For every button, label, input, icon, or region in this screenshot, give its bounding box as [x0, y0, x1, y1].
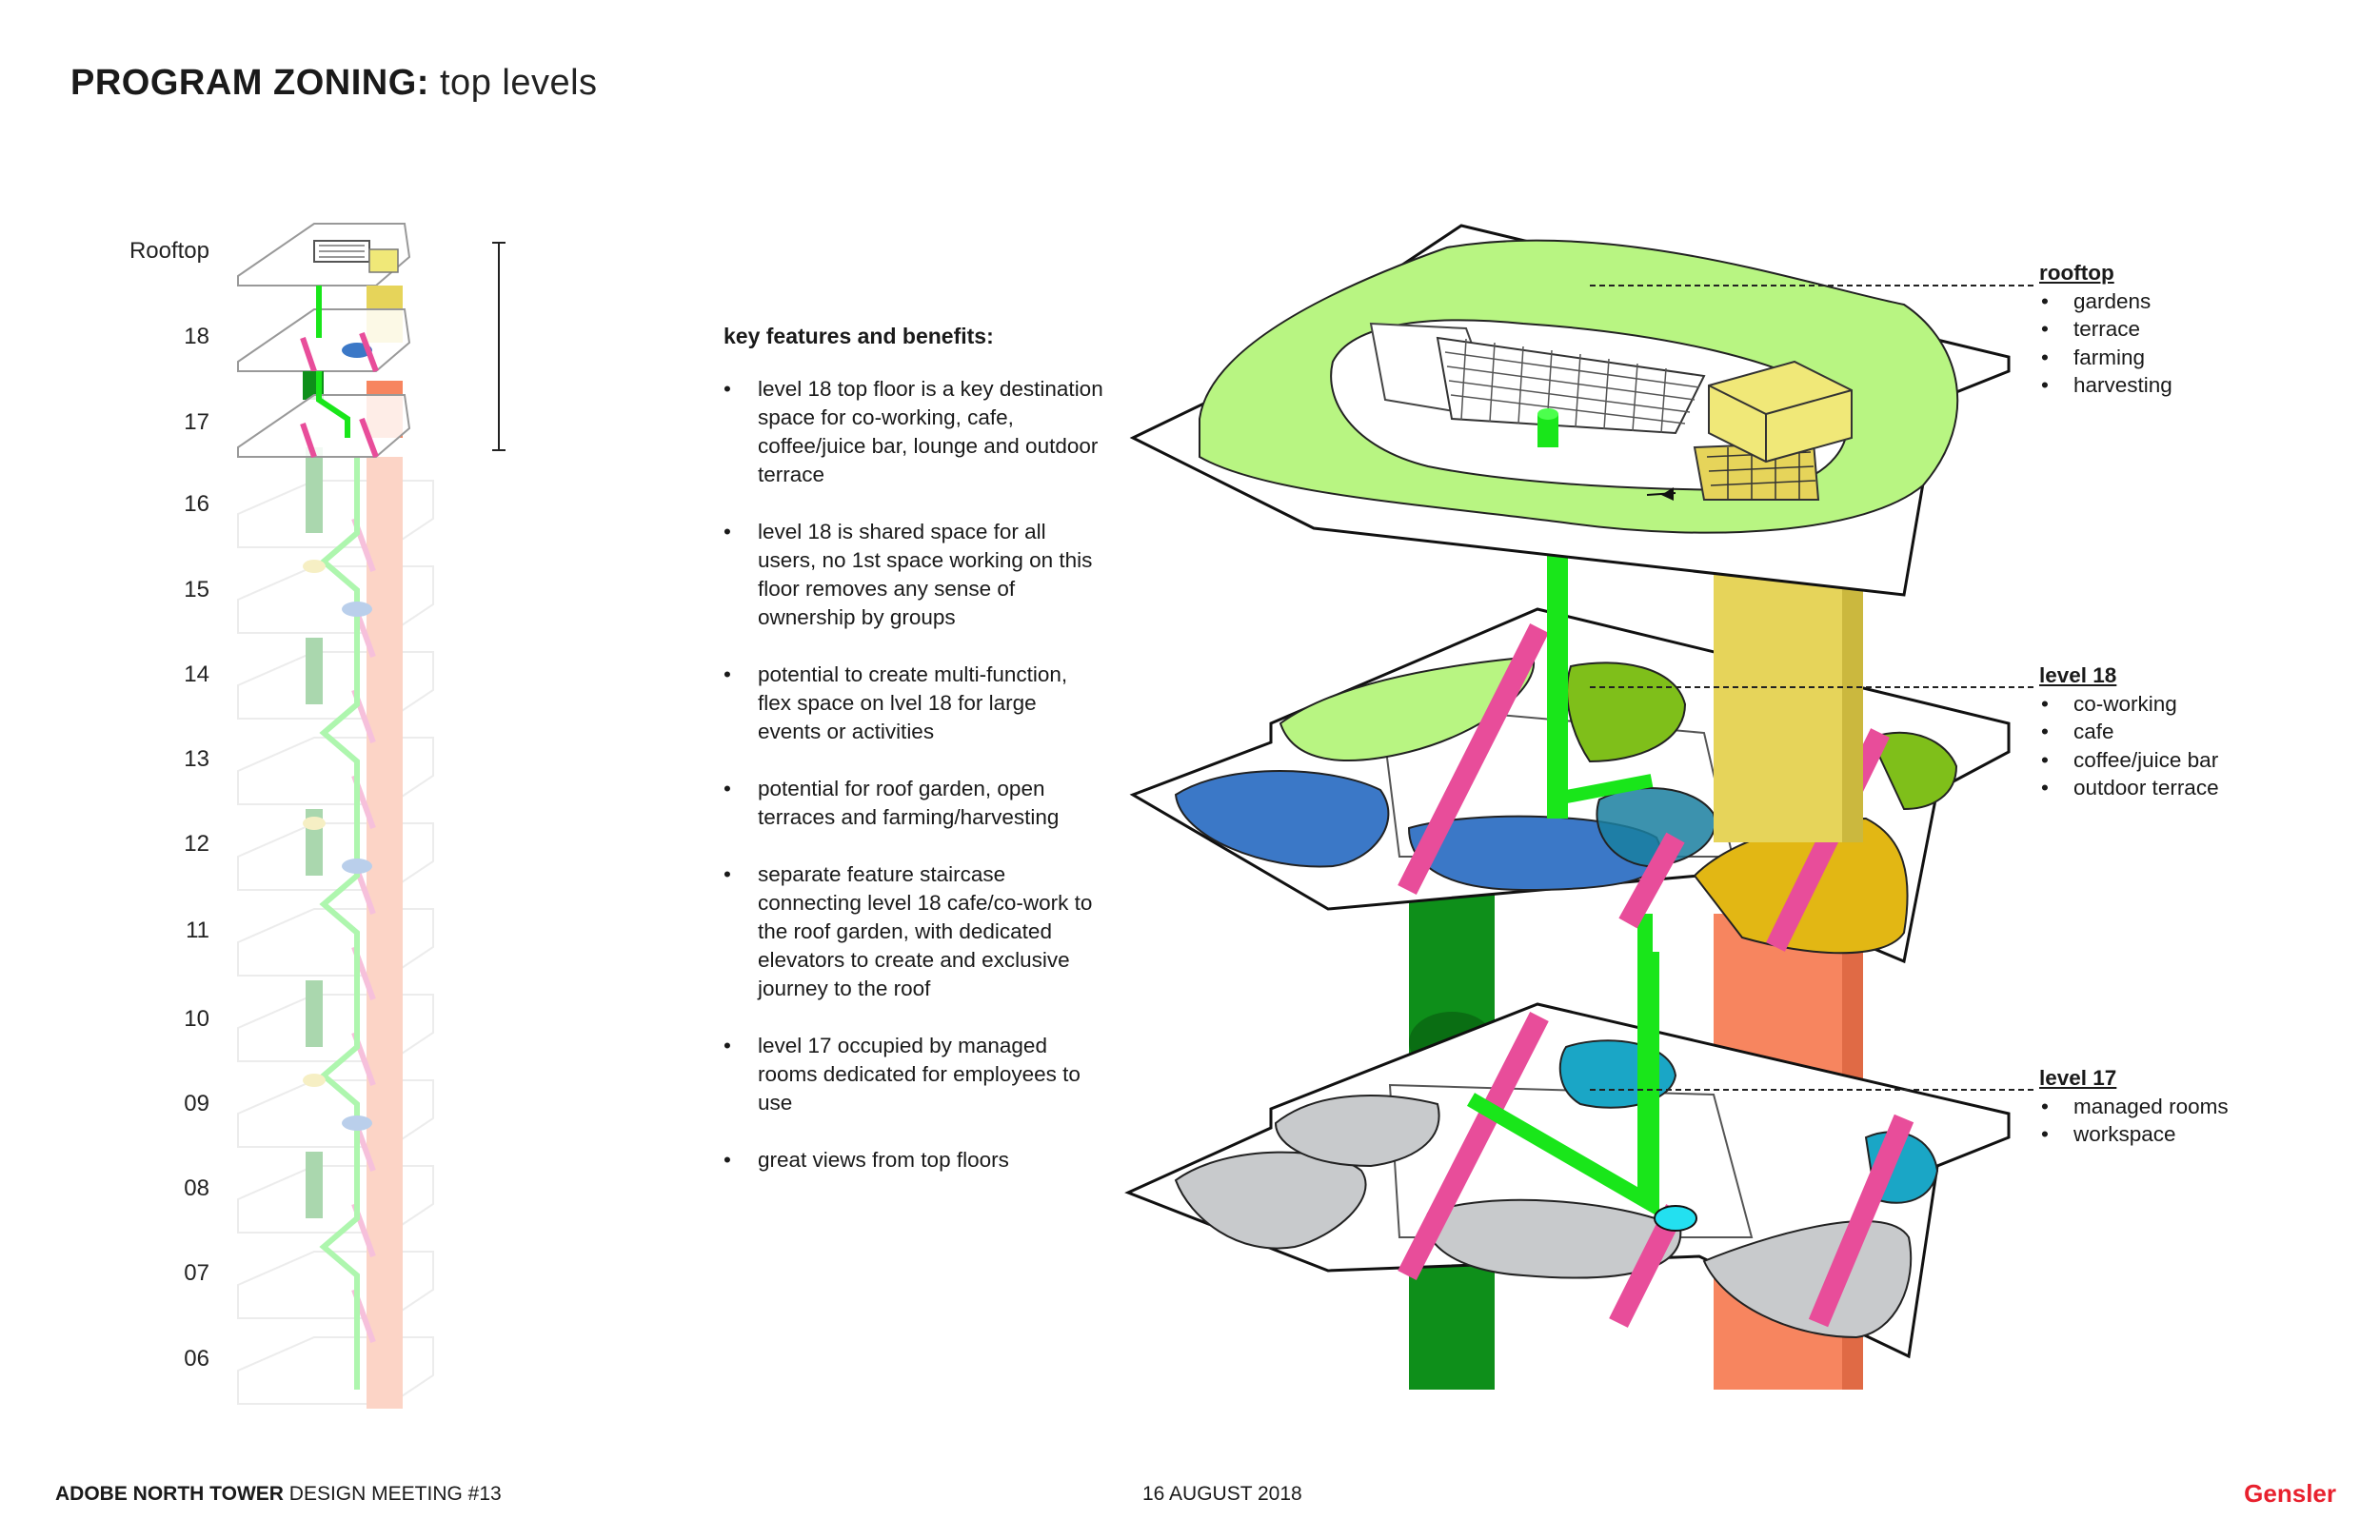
footer-project: ADOBE NORTH TOWER DESIGN MEETING #13 [55, 1483, 502, 1506]
stack-level-label: 15 [184, 577, 209, 602]
stack-level-label: 10 [184, 1006, 209, 1032]
annotation-item: coffee/juice bar [2039, 746, 2219, 775]
title-bold: PROGRAM ZONING: [70, 63, 429, 103]
annotation-item: workspace [2039, 1120, 2229, 1149]
stack-level-label: 17 [184, 409, 209, 435]
feature-item: great views from top floors [724, 1146, 1104, 1175]
level-18-slab [1129, 566, 2011, 964]
stack-level-label: 08 [184, 1175, 209, 1201]
page-title: PROGRAM ZONING: top levels [70, 63, 598, 104]
stack-ghost-floors [237, 447, 434, 1409]
level-17-slab [1124, 952, 2011, 1359]
stack-level-label: 07 [184, 1260, 209, 1286]
annotation-level-18: level 18 co-working cafe coffee/juice ba… [2039, 661, 2219, 802]
annotation-rooftop: rooftop gardens terrace farming harvesti… [2039, 259, 2172, 400]
annotation-item: co-working [2039, 690, 2219, 719]
annotation-list: co-working cafe coffee/juice bar outdoor… [2039, 690, 2219, 802]
feature-item: level 18 top floor is a key destination … [724, 375, 1104, 489]
annotation-head: level 18 [2039, 663, 2117, 687]
annotation-item: outdoor terrace [2039, 774, 2219, 802]
annotation-item: cafe [2039, 718, 2219, 746]
stair-riser [1547, 533, 1568, 819]
feature-item: level 17 occupied by managed rooms dedic… [724, 1032, 1104, 1117]
annotation-item: gardens [2039, 287, 2172, 316]
stack-level-label: 14 [184, 661, 209, 687]
top-levels-bracket [492, 242, 506, 451]
stack-top-floors [237, 223, 411, 459]
annotation-item: farming [2039, 344, 2172, 372]
stack-level-label: Rooftop [129, 238, 209, 264]
annotation-head: level 17 [2039, 1066, 2117, 1090]
key-features: key features and benefits: level 18 top … [724, 322, 1104, 1203]
footer-project-name: ADOBE NORTH TOWER [55, 1483, 284, 1505]
annotation-item: managed rooms [2039, 1093, 2229, 1121]
stack-level-label: 06 [184, 1346, 209, 1372]
stack-level-label: 13 [184, 746, 209, 772]
stack-level-label: 16 [184, 491, 209, 517]
footer-date: 16 AUGUST 2018 [1142, 1483, 1302, 1505]
annotation-list: gardens terrace farming harvesting [2039, 287, 2172, 400]
annotation-level-17: level 17 managed rooms workspace [2039, 1064, 2229, 1149]
feature-item: level 18 is shared space for all users, … [724, 518, 1104, 632]
stack-level-label: 18 [184, 324, 209, 349]
feature-item: potential for roof garden, open terraces… [724, 775, 1104, 832]
annotation-head: rooftop [2039, 261, 2114, 285]
annotation-item: harvesting [2039, 371, 2172, 400]
feature-item: potential to create multi-function, flex… [724, 661, 1104, 746]
title-light: top levels [440, 63, 598, 103]
annotation-item: terrace [2039, 315, 2172, 344]
footer-meeting: DESIGN MEETING #13 [288, 1483, 502, 1505]
features-list: level 18 top floor is a key destination … [724, 375, 1104, 1175]
leader-lines [1590, 285, 2037, 1091]
feature-item: separate feature staircase connecting le… [724, 860, 1104, 1003]
brand-logo: Gensler [2244, 1479, 2336, 1508]
stack-level-label: 09 [184, 1091, 209, 1116]
rooftop-slab [1129, 224, 2011, 597]
features-heading: key features and benefits: [724, 324, 994, 348]
stack-level-label: 11 [186, 918, 209, 943]
annotation-list: managed rooms workspace [2039, 1093, 2229, 1149]
stack-level-label: 12 [184, 831, 209, 857]
